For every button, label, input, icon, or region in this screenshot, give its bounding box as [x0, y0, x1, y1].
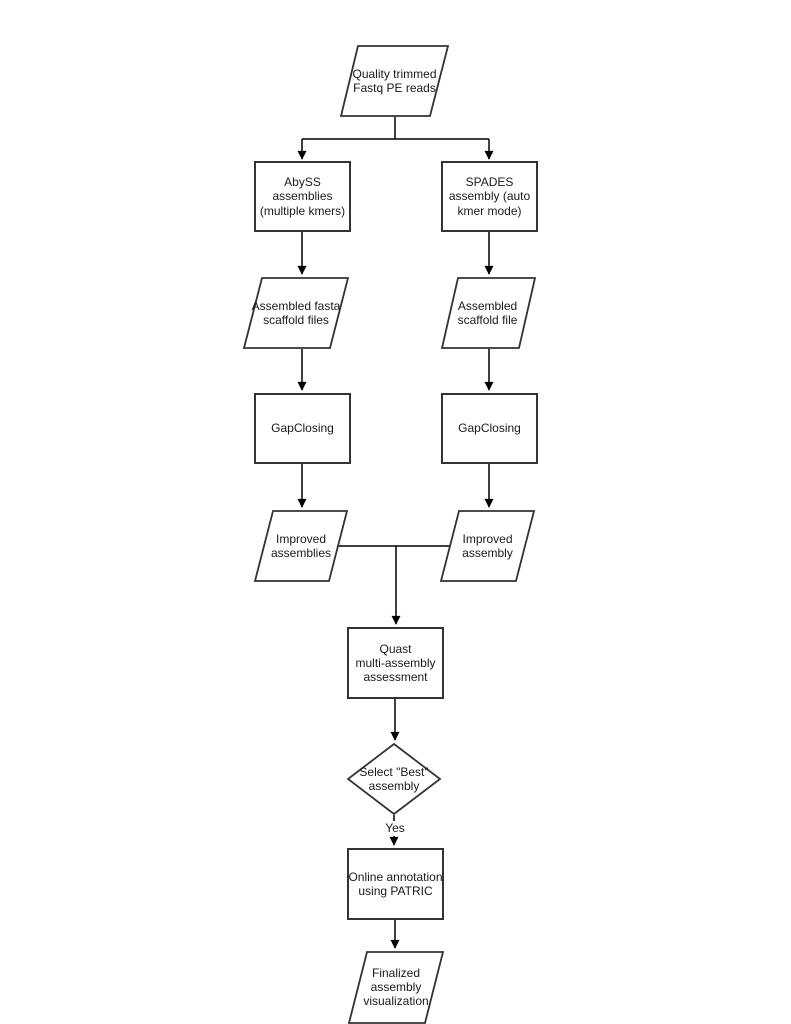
node-improved-assembly-label: Improved assembly — [462, 531, 513, 560]
node-start-label: Quality trimmed Fastq PE reads — [352, 66, 437, 95]
node-assembled-fasta-parallelogram — [242, 277, 350, 349]
node-gapclosing-right-label: GapClosing — [458, 421, 521, 436]
node-improved-assemblies-parallelogram — [253, 510, 349, 582]
node-finalized-label: Finalized assembly visualization — [363, 965, 429, 1009]
node-start-parallelogram — [339, 45, 450, 117]
node-online-annotation-rectangle — [347, 848, 444, 920]
node-improved-assembly-parallelogram — [439, 510, 536, 582]
node-quast-label: Quast multi-assembly assessment — [355, 641, 436, 685]
node-gapclosing-left-rectangle — [254, 393, 351, 464]
node-gapclosing-left-label: GapClosing — [271, 421, 334, 436]
node-assembled-fasta-label: Assembled fasta scaffold files — [251, 298, 341, 327]
edge-start-split — [302, 117, 489, 140]
node-improved-assemblies-label: Improved assemblies — [270, 531, 332, 560]
node-abyss-label: AbySS assemblies (multiple kmers) — [259, 175, 346, 218]
node-assembled-scaffold-label: Assembled scaffold file — [457, 298, 518, 327]
node-spades-label: SPADES assembly (auto kmer mode) — [448, 175, 531, 218]
node-finalized-parallelogram — [347, 951, 445, 1024]
node-online-annotation-label: Online annotation using PATRIC — [348, 869, 443, 898]
node-spades-rectangle — [441, 161, 538, 232]
node-quast-rectangle — [347, 627, 444, 699]
edge-label-yes: Yes — [378, 821, 412, 836]
node-select-best-diamond — [346, 742, 442, 816]
node-select-best-label: Select "Best" assembly — [359, 764, 429, 793]
node-abyss-rectangle — [254, 161, 351, 232]
node-assembled-scaffold-parallelogram — [440, 277, 537, 349]
node-gapclosing-right-rectangle — [441, 393, 538, 464]
